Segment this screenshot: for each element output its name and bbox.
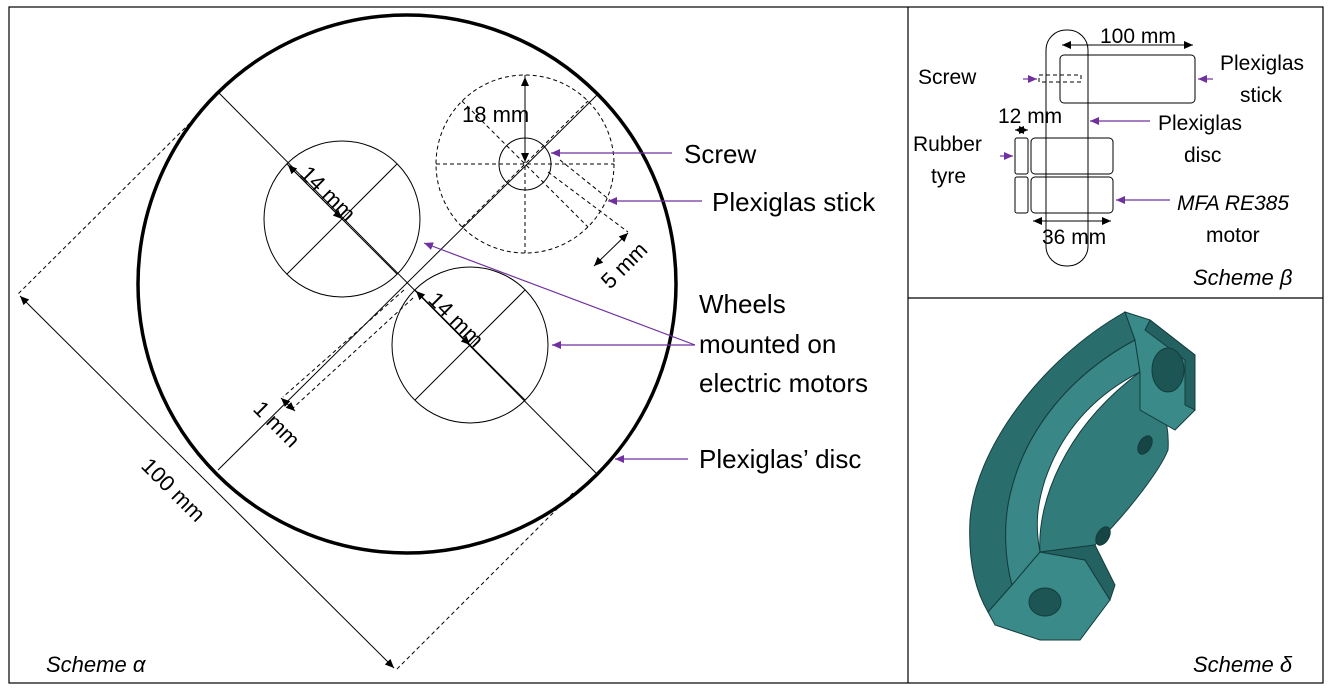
dim-18-text: 18 mm [462,102,529,127]
beta-label-disc-1: Plexiglas [1158,112,1242,135]
figure-border [8,6,1324,684]
dim-14b-text: 14 mm [423,287,488,352]
dim-5-ext-b [559,159,612,202]
dim-100-arrow [19,295,395,669]
beta-label-tyre-2: tyre [931,165,966,188]
dim-14a-text: 14 mm [295,161,360,226]
dim-5-ext-a [547,171,629,233]
label-wheels-1: Wheels [699,289,786,319]
caption-scheme-alpha: Scheme α [46,652,147,677]
motor-upper [1030,137,1114,175]
stick-center-diag-b [461,100,589,228]
3d-model-render [969,311,1196,641]
motor-lower [1030,176,1114,214]
beta-label-disc-2: disc [1184,144,1221,167]
plexiglas-disc-side [1045,29,1089,267]
dim-36-text: 36 mm [1042,226,1106,249]
tyre-upper [1014,137,1029,175]
dim-1-ext-b [292,297,414,409]
dim-100-beta-text: 100 mm [1100,25,1176,48]
tyre-lower [1014,176,1029,214]
dim-5-text: 5 mm [596,237,653,294]
label-plexiglas-disc: Plexiglas’ disc [699,444,861,474]
label-screw: Screw [684,139,756,169]
beta-label-stick-2: stick [1240,84,1283,107]
scheme-delta: Scheme δ [969,311,1293,677]
pointer-wheel-1 [423,242,696,346]
dim-5-arrow [593,232,629,267]
wheel-1-dim-arrow [287,164,343,220]
stick-center-diag-a [461,100,589,228]
beta-label-screw: Screw [918,66,977,89]
wheel-2-dim-arrow [415,290,471,346]
dim-100-ext-a [17,117,196,295]
plexiglas-disc-outline [136,13,678,555]
beta-label-motor-1: MFA RE385 [1177,192,1289,215]
screw-side [1038,74,1082,83]
beta-label-motor-2: motor [1206,224,1260,247]
label-wheels-2: mounted on [699,329,836,359]
dim-12-text: 12 mm [998,105,1062,128]
label-wheels-3: electric motors [699,368,868,398]
scheme-alpha: Screw Plexiglas stick Wheels mounted on … [17,13,876,677]
caption-scheme-delta: Scheme δ [1193,652,1293,677]
scheme-beta: 100 mm 12 mm 36 mm Screw Plexiglas stick… [913,25,1304,290]
dim-100-text: 100 mm [136,453,210,527]
caption-scheme-beta: Scheme β [1193,265,1293,290]
dim-100-ext-b [395,492,574,671]
plexiglas-stick-side [1059,54,1196,104]
dim-1-arrow [280,397,296,412]
label-plexiglas-stick: Plexiglas stick [712,187,876,217]
dim-1-ext-a [282,289,405,398]
beta-label-stick-1: Plexiglas [1220,52,1304,75]
beta-label-tyre-1: Rubber [913,133,982,156]
